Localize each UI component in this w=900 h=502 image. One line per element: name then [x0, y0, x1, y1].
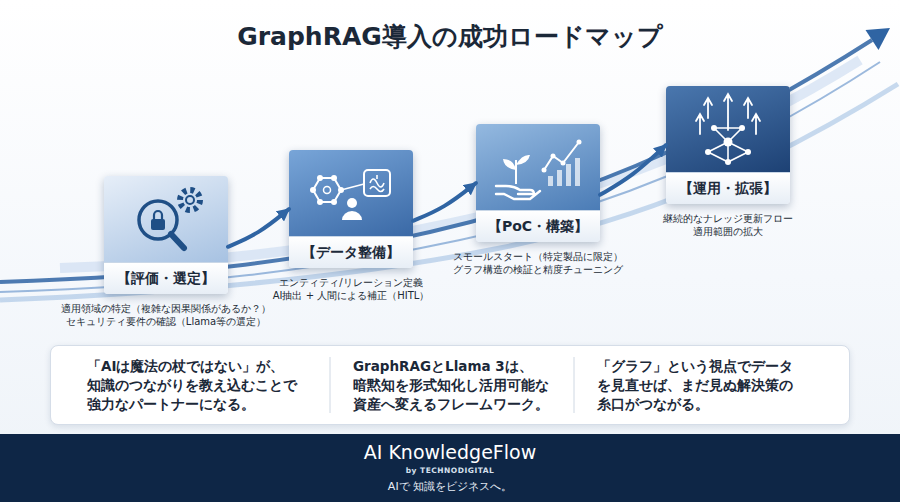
- step-arrow: [413, 183, 476, 221]
- step-description: 適用領域の特定（複雑な因果関係があるか？）セキュリティ要件の確認（Llama等の…: [61, 302, 271, 328]
- icon-panel: [666, 86, 790, 172]
- chart-icon: [542, 168, 547, 173]
- label-band: 【データ整備】: [289, 236, 413, 268]
- brand-name: AI KnowledgeFlow: [0, 440, 900, 464]
- magnifier-icon: [171, 234, 184, 248]
- page-title: GraphRAG導入の成功ロードマップ: [0, 20, 900, 53]
- brain-chip-icon: [364, 170, 390, 196]
- network-icon: [725, 159, 731, 165]
- step-label: 【評価・選定】: [117, 270, 215, 288]
- network-icon: [331, 175, 337, 181]
- key-message: 「グラフ」という視点でデータ を見直せば、まだ見ぬ解決策の 糸口がつながる。: [597, 357, 822, 414]
- network-icon: [324, 187, 331, 194]
- network-icon: [739, 125, 745, 131]
- network-icon: [341, 184, 364, 190]
- step-card: 【データ整備】エンティティ/リレーション定義AI抽出 + 人間による補正（HIT…: [289, 150, 413, 268]
- step-description: エンティティ/リレーション定義AI抽出 + 人間による補正（HITL）: [273, 276, 430, 302]
- network-icon: [338, 187, 344, 193]
- ribbon-line: [0, 62, 880, 292]
- brain-chip-icon: [370, 175, 384, 192]
- step-card: 【運用・拡張】継続的なナレッジ更新フロー適用範囲の拡大: [666, 86, 790, 204]
- key-message: 「AIは魔法の杖ではない」が、 知識のつながりを教え込むことで 強力なパートナー…: [87, 357, 329, 414]
- person-icon: [342, 211, 362, 220]
- step-label: 【運用・拡張】: [679, 180, 777, 198]
- lock-icon: [154, 211, 162, 219]
- icon-panel: [104, 176, 228, 262]
- description-line: エンティティ/リレーション定義: [273, 276, 430, 289]
- network-icon: [711, 125, 717, 131]
- gear-icon: [180, 190, 200, 210]
- step-description: スモールスタート（特定製品に限定）グラフ構造の検証と精度チューニング: [453, 250, 623, 276]
- chart-icon: [561, 161, 566, 166]
- hand-sprout-icon: [515, 160, 517, 184]
- step-card: 【評価・選定】適用領域の特定（複雑な因果関係があるか？）セキュリティ要件の確認（…: [104, 176, 228, 294]
- brand-footer: AI KnowledgeFlow by TECHNODIGITAL AIで 知識をビ…: [0, 434, 900, 502]
- chart-icon: [566, 164, 571, 186]
- label-band: 【評価・選定】: [104, 262, 228, 294]
- step-arrow: [228, 209, 289, 247]
- network-icon: [708, 128, 748, 162]
- label-band: 【PoC・構築】: [476, 210, 600, 242]
- step-arrow: [600, 145, 666, 195]
- chart-icon: [557, 170, 562, 186]
- network-icon: [317, 199, 323, 205]
- chart-icon: [575, 158, 580, 186]
- description-line: 適用領域の特定（複雑な因果関係があるか？）: [61, 302, 271, 315]
- description-line: 適用範囲の拡大: [663, 225, 793, 238]
- hand-sprout-icon: [496, 186, 540, 199]
- description-line: スモールスタート（特定製品に限定）: [453, 250, 623, 263]
- network-icon: [745, 149, 751, 155]
- network-icon: [705, 149, 711, 155]
- column-separator: [574, 357, 575, 413]
- hand-sprout-icon: [503, 155, 530, 170]
- growth-arrows-icon: [696, 94, 760, 134]
- magnifier-icon: [139, 201, 177, 239]
- step-label: 【データ整備】: [302, 244, 400, 262]
- network-icon: [313, 178, 341, 202]
- description-line: セキュリティ要件の確認（Llama等の選定）: [61, 315, 271, 328]
- ribbon-band: [60, 60, 860, 268]
- person-icon: [347, 198, 357, 208]
- chart-icon: [551, 154, 556, 159]
- gear-icon: [186, 196, 194, 204]
- description-line: 継続的なナレッジ更新フロー: [663, 212, 793, 225]
- icon-panel: [476, 124, 600, 210]
- lock-icon: [151, 219, 165, 230]
- ribbon-line: [0, 84, 898, 300]
- description-line: AI抽出 + 人間による補正（HITL）: [273, 289, 430, 302]
- network-icon: [724, 138, 733, 147]
- network-icon: [331, 199, 337, 205]
- message-panel: 「AIは魔法の杖ではない」が、 知識のつながりを教え込むことで 強力なパートナー…: [50, 345, 850, 425]
- network-icon: [310, 187, 316, 193]
- chart-icon: [544, 142, 579, 170]
- step-label: 【PoC・構築】: [488, 218, 588, 236]
- tagline: AIで 知識をビジネスへ。: [0, 479, 900, 494]
- icon-panel: [289, 150, 413, 236]
- description-line: グラフ構造の検証と精度チューニング: [453, 263, 623, 276]
- step-description: 継続的なナレッジ更新フロー適用範囲の拡大: [663, 212, 793, 238]
- ribbon-arrowhead: [866, 28, 891, 50]
- step-card: 【PoC・構築】スモールスタート（特定製品に限定）グラフ構造の検証と精度チューニ…: [476, 124, 600, 242]
- label-band: 【運用・拡張】: [666, 172, 790, 204]
- column-separator: [330, 357, 331, 413]
- network-icon: [317, 175, 323, 181]
- chart-icon: [548, 176, 553, 186]
- brand-byline: by TECHNODIGITAL: [0, 466, 900, 476]
- chart-icon: [577, 140, 582, 145]
- key-message: GraphRAGとLlama 3は、 暗黙知を形式知化し活用可能な 資産へ変える…: [353, 357, 578, 414]
